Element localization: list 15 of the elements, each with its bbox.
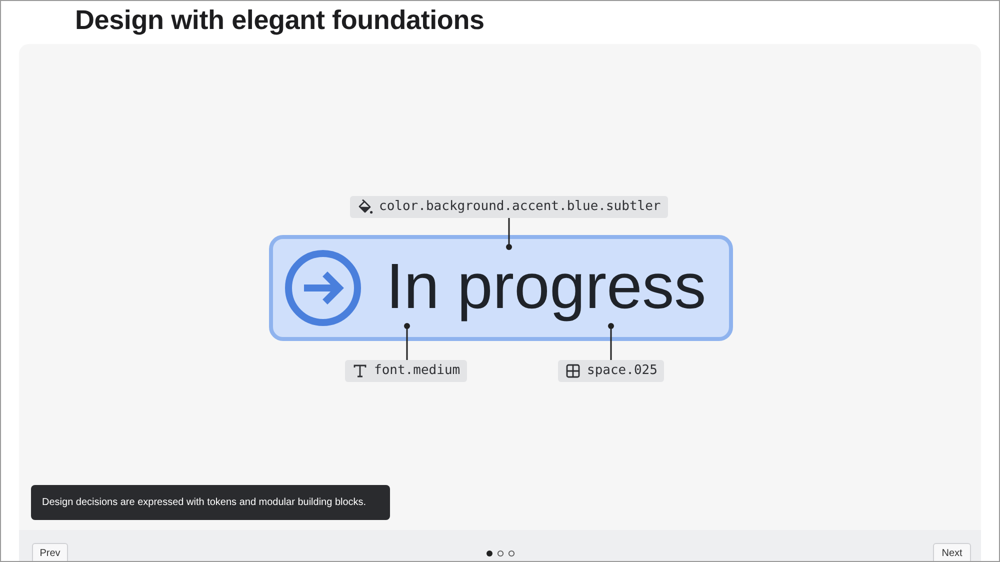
token-tag xyxy=(345,360,468,382)
caption-tooltip: Design decisions are expressed with tokens and modular building blocks. xyxy=(31,485,390,520)
leader-line xyxy=(404,323,410,360)
token-text: font.medium xyxy=(374,363,460,379)
leader-line xyxy=(506,218,512,250)
status-text: In progress xyxy=(386,253,706,319)
status-lozenge xyxy=(269,235,733,341)
token-text: space.025 xyxy=(587,363,658,379)
leader-line xyxy=(608,323,614,360)
prev-button: Prev xyxy=(32,543,68,561)
slide-title: Design with elegant foundations xyxy=(75,4,484,36)
token-text: color.background.accent.blue.subtler xyxy=(379,199,661,215)
token-tag xyxy=(558,360,664,382)
token-tag xyxy=(350,196,668,218)
next-button: Next xyxy=(933,543,971,561)
